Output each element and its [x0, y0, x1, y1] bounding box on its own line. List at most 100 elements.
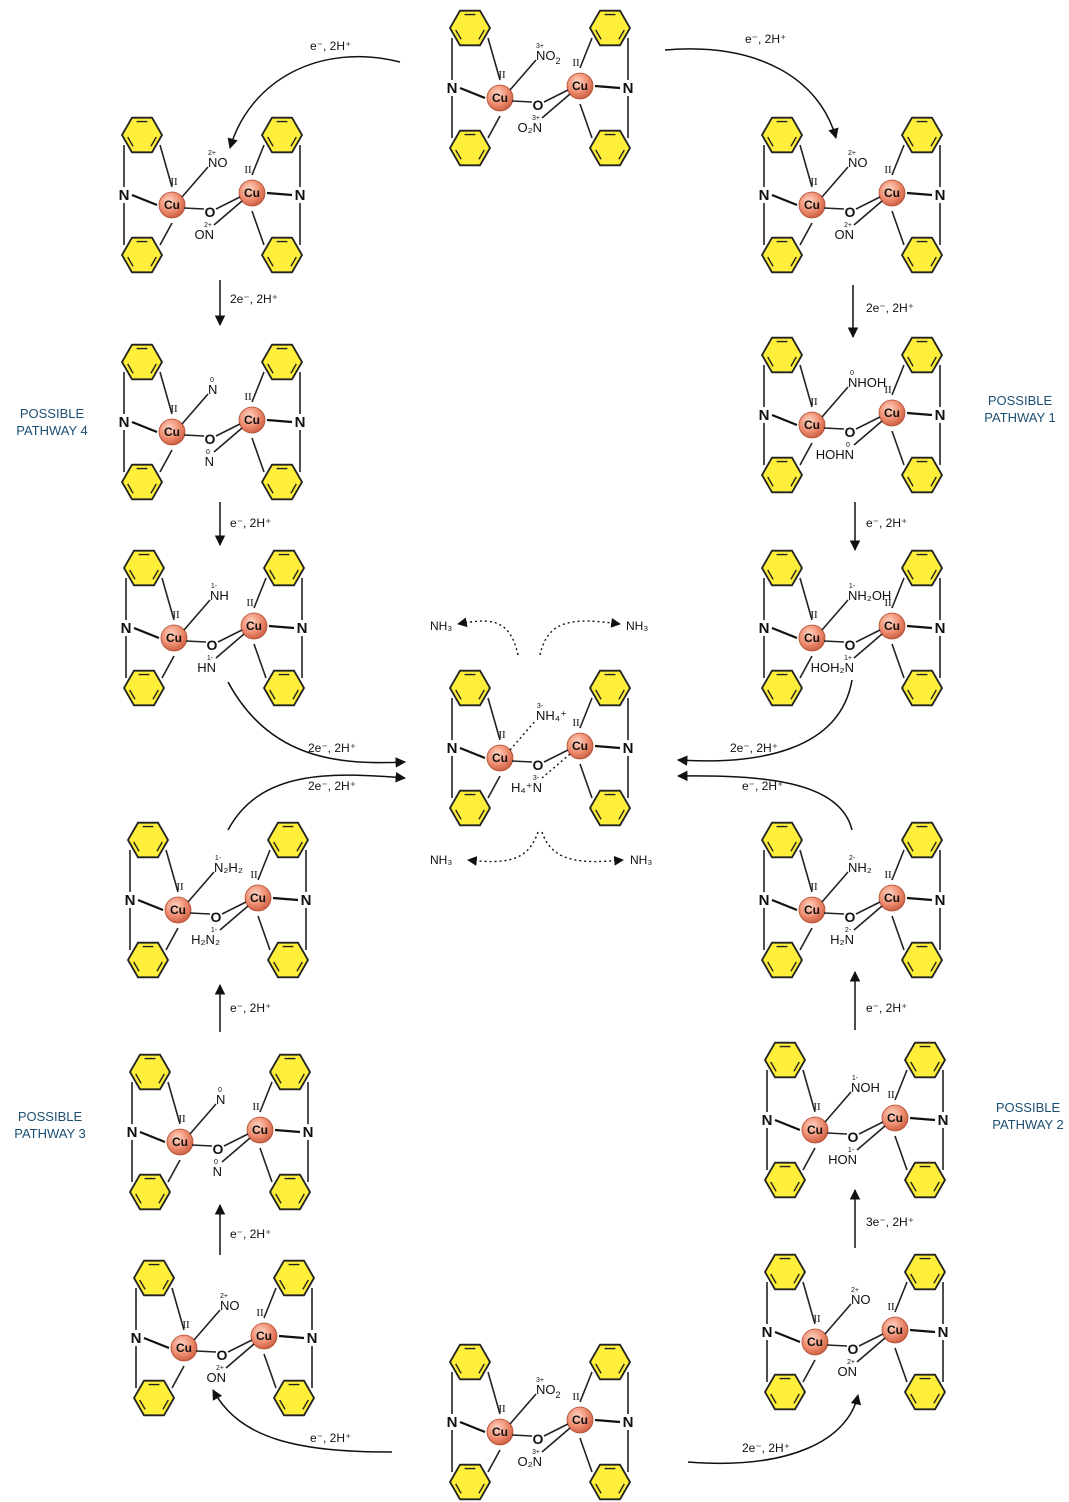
copper-atom: [246, 1116, 274, 1144]
bridging-oxygen: O: [533, 757, 544, 773]
nitrogen-atom: N: [295, 187, 306, 204]
ring-cu-bond: [257, 915, 271, 951]
nitrogen-atom: N: [762, 1324, 773, 1341]
nh3-top-right: NH₃: [626, 619, 648, 633]
ring-cu-bond: [161, 577, 175, 621]
copper-atom: [170, 1334, 198, 1362]
ring-double-bonds: [273, 825, 303, 852]
ligand-top: N: [208, 382, 217, 397]
copper-atom: [486, 744, 514, 772]
benzene-ring: [266, 821, 310, 859]
copper-label: Cu: [572, 1413, 588, 1427]
benzene-ring: [763, 1373, 807, 1411]
pathway-4-label-line2: PATHWAY 4: [16, 423, 88, 438]
pathway-2-label-line1: POSSIBLE: [996, 1100, 1061, 1115]
cu-o-bond: [223, 1133, 249, 1147]
ring-cu-bond: [891, 577, 905, 609]
cu-ligand-bond: [824, 1303, 852, 1335]
n-cu-bond: [459, 746, 486, 760]
ligand-top-oxidation: 2+: [220, 1293, 228, 1300]
nitrogen-atom: N: [125, 892, 136, 909]
benzene-ring: [260, 236, 304, 274]
cu-o-bond: [823, 640, 845, 643]
cu-o-bond: [543, 1423, 569, 1437]
n-cu-bond: [131, 193, 158, 207]
ring-cu-bond: [579, 763, 593, 799]
n-cu-bond: [133, 626, 160, 640]
ring-double-bonds: [269, 673, 299, 700]
ring-cu-bond: [167, 1159, 181, 1183]
copper-atom: [566, 732, 594, 760]
nitrogen-atom: N: [301, 892, 312, 909]
ring-double-bonds: [770, 1045, 800, 1072]
ring-double-bonds: [907, 120, 937, 147]
n-cu-bond: [459, 1420, 486, 1434]
ligand-bottom-oxidation: 1-: [848, 1147, 855, 1154]
n-cu-bond: [594, 1418, 621, 1424]
ring-double-bonds: [767, 340, 797, 367]
step-label: 2e⁻, 2H⁺: [308, 741, 356, 755]
copper-atom: [881, 1104, 909, 1132]
ring-cu-bond: [487, 1449, 501, 1473]
ring-double-bonds: [455, 793, 485, 820]
ligand-top: NO2: [536, 48, 561, 66]
copper-label: Cu: [572, 739, 588, 753]
copper-label: Cu: [807, 1123, 823, 1137]
copper-label: Cu: [884, 891, 900, 905]
copper-label: Cu: [164, 425, 180, 439]
cu-o-bond: [543, 749, 569, 763]
step-labels: e⁻, 2H⁺ e⁻, 2H⁺ 2e⁻, 2H⁺ e⁻, 2H⁺ 2e⁻, 2H…: [230, 32, 914, 1455]
benzene-ring: [128, 1173, 172, 1211]
n-cu-bond: [771, 898, 798, 912]
ring-double-bonds: [267, 347, 297, 374]
ring-cu-bond: [259, 1081, 273, 1113]
ring-cu-bond: [253, 643, 267, 679]
n-cu-bond: [594, 84, 621, 90]
ring-cu-bond: [487, 37, 501, 81]
copper-label: Cu: [246, 619, 262, 633]
ligand-bottom: H₂N₂: [191, 932, 220, 947]
ligand-top-oxidation: 2-: [849, 855, 856, 862]
ring-double-bonds: [910, 1045, 940, 1072]
bridging-oxygen: O: [217, 1347, 228, 1363]
copper-atom: [801, 1328, 829, 1356]
n-cu-bond: [771, 626, 798, 640]
benzene-ring: [588, 9, 632, 47]
copper-atom: [160, 624, 188, 652]
n-cu-bond: [909, 1116, 936, 1122]
cu-o-bond: [855, 416, 881, 430]
nitrogen-atom: N: [121, 620, 132, 637]
ring-double-bonds: [279, 1263, 309, 1290]
copper-oxidation-state: II: [572, 57, 580, 69]
copper-oxidation-state: II: [244, 164, 252, 176]
ring-double-bonds: [767, 945, 797, 972]
step-label: e⁻, 2H⁺: [310, 1431, 351, 1445]
ligand-bottom-oxidation: 2+: [847, 1359, 855, 1366]
cu-o-bond: [183, 434, 205, 437]
ring-cu-bond: [894, 1069, 908, 1101]
benzene-ring: [900, 456, 944, 494]
benzene-ring: [268, 1173, 312, 1211]
bridging-oxygen: O: [205, 204, 216, 220]
copper-label: Cu: [170, 903, 186, 917]
bridging-oxygen: O: [533, 1431, 544, 1447]
n-cu-bond: [771, 413, 798, 427]
n-cu-bond: [143, 1336, 170, 1350]
copper-oxidation-state: II: [170, 176, 178, 188]
copper-atom: [238, 179, 266, 207]
ligand-top-oxidation: 0: [850, 370, 854, 377]
benzene-ring: [588, 1343, 632, 1381]
ligand-top: NOH: [851, 1080, 880, 1095]
ligand-top: NH: [210, 588, 229, 603]
nitrogen-atom: N: [447, 1414, 458, 1431]
cu-o-bond: [195, 1350, 217, 1353]
benzene-ring: [903, 1161, 947, 1199]
copper-atom: [238, 406, 266, 434]
dotted-arrow-nh3-top-right: [539, 617, 621, 656]
cu-o-bond: [858, 1121, 884, 1135]
ring-cu-bond: [799, 849, 813, 893]
pathway-3-label-line2: PATHWAY 3: [14, 1126, 86, 1141]
copper-oxidation-state: II: [572, 717, 580, 729]
benzene-ring: [903, 1253, 947, 1291]
